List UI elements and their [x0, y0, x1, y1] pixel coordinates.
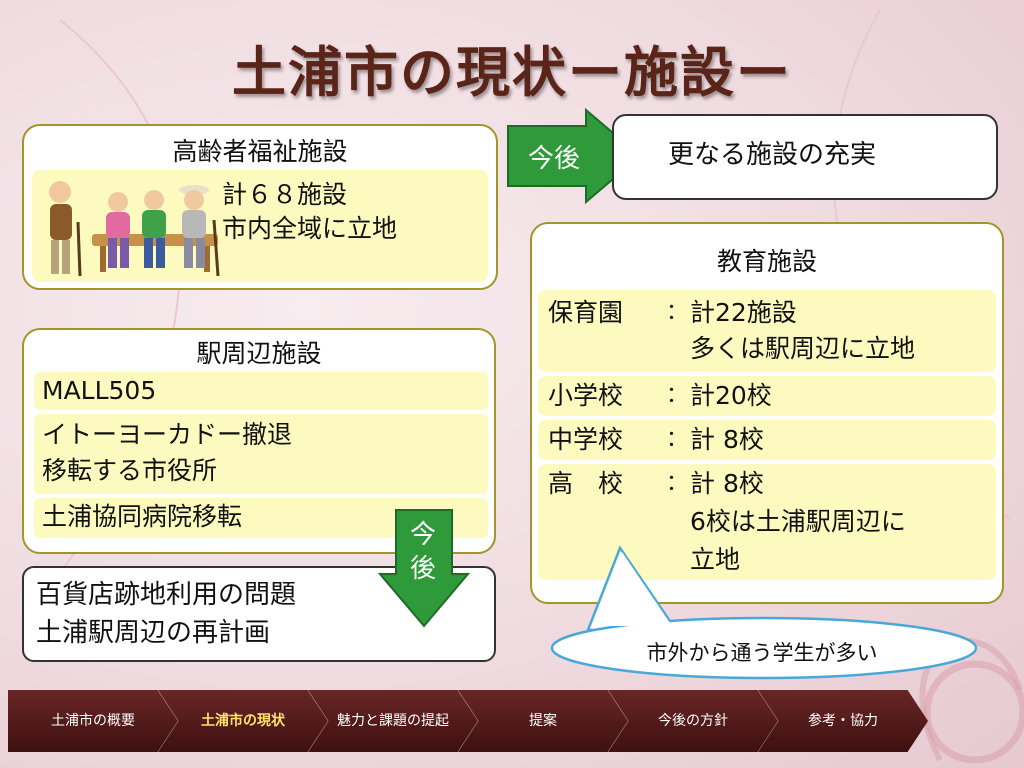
elderly-facilities-location: 市内全域に立地 — [222, 214, 398, 243]
station-row-relocation: イトーヨーカドー撤退 移転する市役所 — [34, 414, 488, 494]
future-arrow-down — [378, 509, 470, 628]
elementary-colon: ： — [666, 383, 689, 408]
nav-item-attractions-issues[interactable]: 魅力と課題の提起 — [308, 690, 478, 752]
high-school-count: 計 8校 — [690, 469, 764, 498]
nursery-count: 計22施設 — [690, 298, 797, 327]
high-school-colon: ： — [666, 471, 689, 496]
elementary-label: 小学校 — [548, 381, 624, 410]
elderly-facilities-count: 計６８施設 — [222, 180, 348, 209]
future-plans-box: 更なる施設の充実 — [612, 114, 998, 200]
future-issue-department-store: 百貨店跡地利用の問題 — [36, 580, 297, 610]
nursery-location: 多くは駅周辺に立地 — [690, 334, 916, 363]
future-plans-text: 更なる施設の充実 — [668, 140, 877, 170]
nav-item-future-policy[interactable]: 今後の方針 — [608, 690, 778, 752]
junior-high-count: 計 8校 — [690, 425, 764, 454]
junior-high-colon: ： — [666, 427, 689, 452]
station-row-cityhall-text: 移転する市役所 — [42, 456, 218, 485]
nav-item-proposal[interactable]: 提案 — [458, 690, 628, 752]
page-title: 土浦市の現状ー施設ー — [232, 41, 792, 104]
nav-item-references[interactable]: 参考・協力 — [758, 690, 928, 752]
nursery-colon: ： — [666, 300, 689, 325]
future-arrow-down-label-2: 後 — [409, 554, 436, 584]
nav-item-overview[interactable]: 土浦市の概要 — [8, 690, 178, 752]
nursery-label: 保育園 — [548, 298, 624, 327]
high-school-location-2: 立地 — [690, 545, 741, 574]
education-row-nursery: 保育園 ： 計22施設 多くは駅周辺に立地 — [538, 290, 996, 372]
high-school-location-1: 6校は土浦駅周辺に — [690, 507, 906, 536]
future-issues-text: 百貨店跡地利用の問題 土浦駅周辺の再計画 — [36, 576, 296, 652]
station-row-mall-text: MALL505 — [42, 376, 157, 405]
future-issue-station-replan: 土浦駅周辺の再計画 — [36, 618, 271, 648]
elderly-facilities-heading: 高齢者福祉施設 — [172, 137, 348, 166]
elementary-count: 計20校 — [690, 381, 772, 410]
callout-bubble — [550, 545, 978, 680]
station-row-hospital-text: 土浦協同病院移転 — [42, 502, 243, 531]
station-row-itoyokado-text: イトーヨーカドー撤退 — [42, 420, 293, 449]
education-facilities-heading: 教育施設 — [716, 247, 817, 276]
future-arrow-right-label: 今後 — [528, 144, 581, 174]
high-school-label: 高 校 — [548, 469, 624, 498]
elderly-facilities-details: 計６８施設 市内全域に立地 — [222, 178, 397, 246]
future-arrow-down-label: 今 後 — [408, 518, 438, 586]
callout-text: 市外から通う学生が多い — [646, 641, 878, 665]
elderly-people-illustration — [49, 181, 220, 277]
station-row-mall: MALL505 — [34, 372, 488, 410]
section-nav-bar: 土浦市の概要 土浦市の現状 魅力と課題の提起 提案 今後の方針 参考・協力 — [8, 690, 928, 754]
junior-high-label: 中学校 — [548, 425, 624, 454]
station-facilities-heading: 駅周辺施設 — [196, 339, 322, 368]
education-row-elementary: 小学校 ： 計20校 — [538, 376, 996, 416]
future-arrow-down-label-1: 今 — [409, 520, 436, 550]
elderly-facilities-panel: 高齢者福祉施設 計６８施設 市内全域に立地 — [22, 124, 498, 290]
nav-item-current-status[interactable]: 土浦市の現状 — [158, 690, 328, 752]
education-row-junior-high: 中学校 ： 計 8校 — [538, 420, 996, 460]
